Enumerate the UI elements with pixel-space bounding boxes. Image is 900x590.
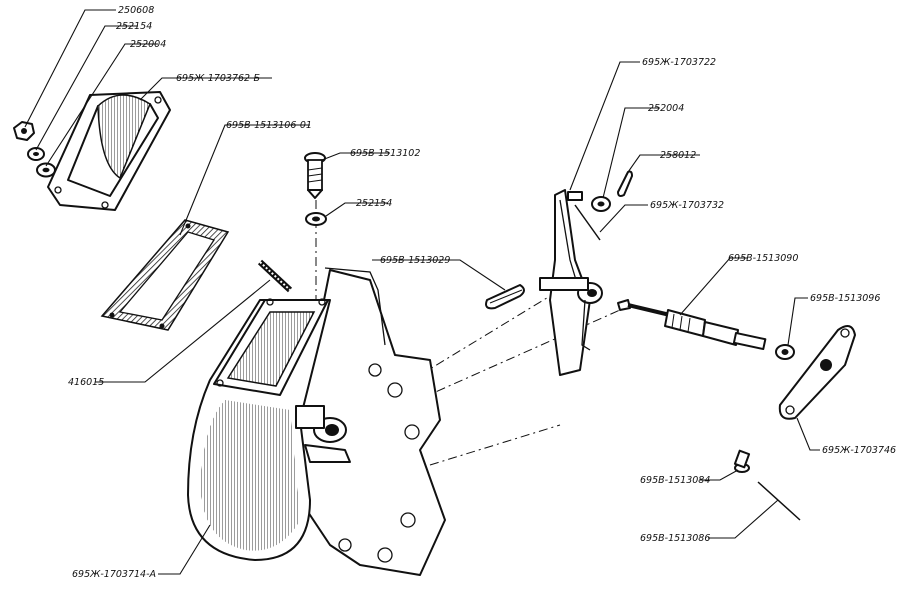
label-1703714: 695Ж-1703714-А	[72, 569, 156, 580]
label-1513102: 695В-1513102	[350, 148, 420, 159]
label-250608: 250608	[118, 5, 154, 16]
nut-250608	[13, 121, 35, 141]
housing-part	[187, 267, 446, 576]
cotter-pin-1513029	[485, 284, 525, 310]
label-1513086: 695В-1513086	[640, 533, 710, 544]
lever-1703722	[539, 189, 603, 376]
label-252154-mid: 252154	[356, 198, 392, 209]
label-1703722: 695Ж-1703722	[642, 57, 716, 68]
label-1513106: 695В-1513106-01	[226, 120, 312, 131]
label-258012: 258012	[660, 150, 696, 161]
part-labels: 250608 252154 252004 695Ж-1703762-Б 695В…	[68, 5, 896, 580]
leader-lines	[24, 9, 820, 575]
label-1513096: 695В-1513096	[810, 293, 880, 304]
label-1513029: 695В-1513029	[380, 255, 450, 266]
gasket-part	[100, 219, 230, 331]
label-416015: 416015	[68, 377, 104, 388]
screw-1513102	[304, 152, 326, 199]
lock-washer-252154-top	[27, 147, 45, 161]
label-1703762: 695Ж-1703762-Б	[176, 73, 261, 84]
label-252004-right: 252004	[648, 103, 684, 114]
wire-1513086	[757, 481, 801, 521]
rod-1513090	[617, 299, 767, 351]
label-1513090: 695В-1513090	[728, 253, 798, 264]
label-252004-top: 252004	[130, 39, 166, 50]
label-252154-top: 252154	[116, 21, 152, 32]
screw-1513084	[733, 449, 751, 473]
washer-252004-top	[36, 162, 56, 178]
cover-part	[47, 91, 171, 211]
label-1703732: 695Ж-1703732	[650, 200, 724, 211]
label-1703746: 695Ж-1703746	[822, 445, 896, 456]
cotter-258012	[617, 170, 633, 197]
nut-1513096	[775, 344, 795, 360]
label-1513084: 695В-1513084	[640, 475, 710, 486]
stud-part	[257, 259, 293, 293]
washer-252004-right	[591, 196, 611, 212]
lever-1703746	[778, 325, 856, 420]
washer-252154-mid	[305, 212, 327, 226]
